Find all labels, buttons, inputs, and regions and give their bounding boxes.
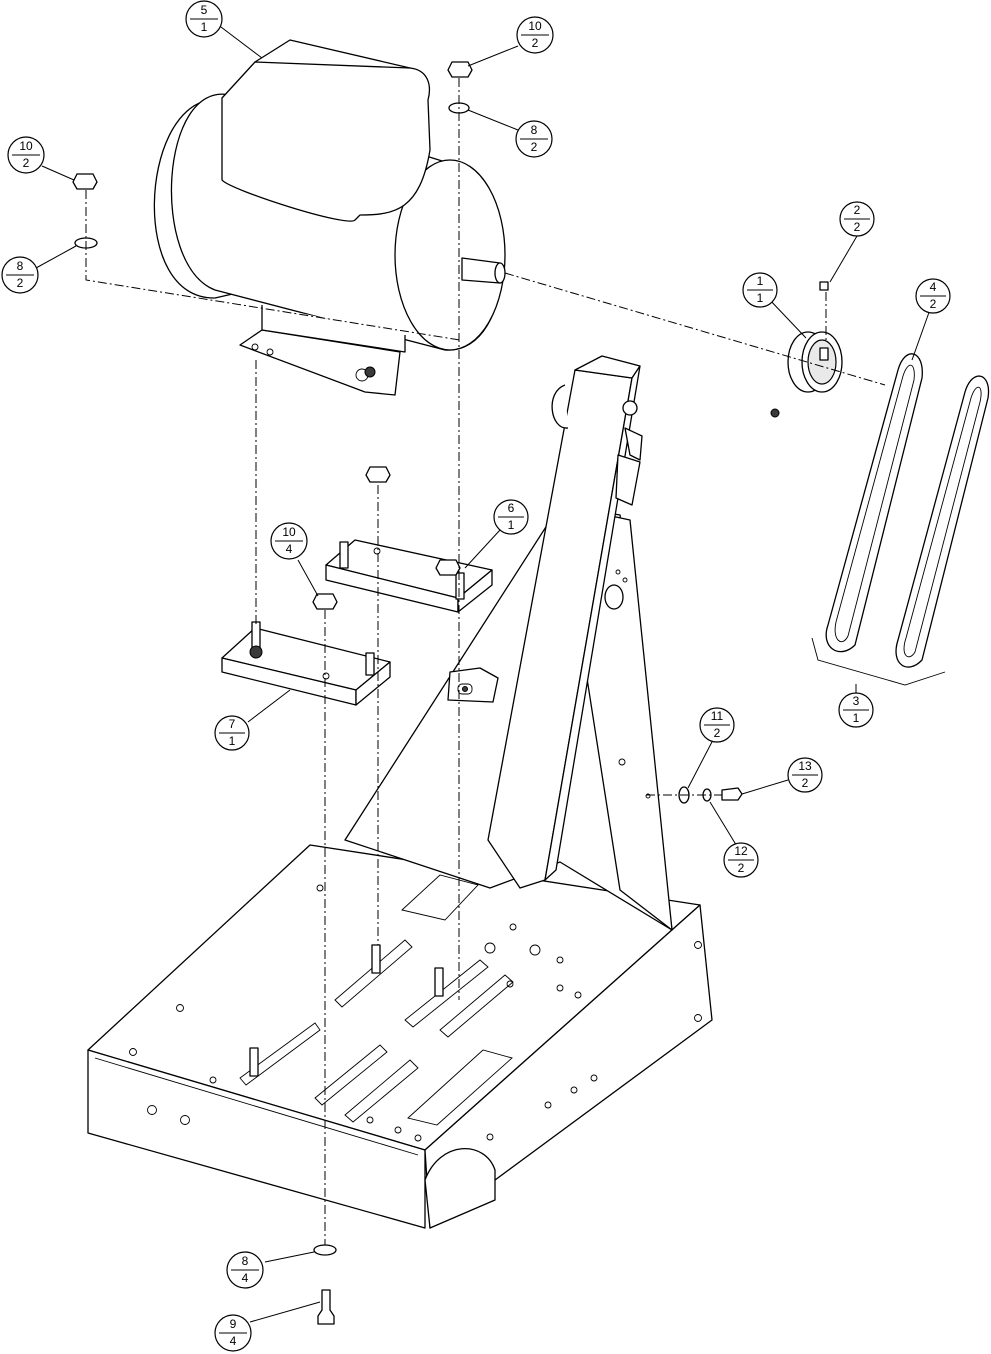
balloon-item: 5 [201, 3, 208, 17]
pulley [770, 281, 843, 418]
upright-column [344, 355, 673, 931]
balloon-qty: 1 [757, 291, 764, 305]
balloon-qty: 1 [853, 711, 860, 725]
balloon-b-4-2: 4 2 [915, 278, 951, 314]
leader-lines [35, 23, 933, 1323]
balloon-item: 2 [854, 203, 861, 217]
balloon-item: 1 [757, 274, 764, 288]
electric-motor [153, 39, 506, 396]
balloon-qty: 4 [230, 1334, 237, 1348]
balloon-qty: 1 [508, 518, 515, 532]
balloon-item: 4 [930, 280, 937, 294]
balloon-item: 6 [508, 501, 515, 515]
balloon-qty: 2 [17, 276, 24, 290]
balloon-b-6-1: 6 1 [493, 499, 529, 535]
balloon-b-10-2b: 10 2 [7, 136, 45, 174]
balloon-qty: 2 [531, 140, 538, 154]
balloon-qty: 1 [229, 734, 236, 748]
balloon-b-8-2b: 8 2 [1, 256, 39, 294]
balloon-item: 8 [531, 123, 538, 137]
balloon-item: 9 [230, 1317, 237, 1331]
balloon-qty: 2 [930, 297, 937, 311]
balloon-b-1-1: 1 1 [742, 272, 778, 308]
balloon-b-13-2: 13 2 [787, 757, 823, 793]
balloon-b-10-2a: 10 2 [516, 16, 554, 54]
balloon-b-8-4: 8 4 [226, 1251, 264, 1289]
balloon-qty: 2 [802, 776, 809, 790]
balloon-b-10-4: 10 4 [270, 522, 308, 560]
balloon-qty: 4 [286, 542, 293, 556]
balloon-b-7-1: 7 1 [214, 715, 250, 751]
balloon-qty: 4 [242, 1271, 249, 1285]
balloon-item: 7 [229, 717, 236, 731]
assembly-centerlines [85, 78, 886, 1245]
v-belt-set [825, 353, 990, 668]
mount-plate-lower [221, 621, 391, 706]
balloon-item: 3 [853, 694, 860, 708]
balloon-qty: 2 [854, 220, 861, 234]
slotted-bracket [447, 667, 499, 703]
balloon-item: 12 [734, 844, 748, 858]
fasteners [72, 61, 743, 1325]
balloon-b-12-2: 12 2 [723, 842, 759, 878]
balloon-b-9-4: 9 4 [214, 1314, 252, 1352]
balloon-qty: 2 [532, 36, 539, 50]
balloon-item: 10 [19, 139, 33, 153]
balloon-qty: 1 [201, 20, 208, 34]
base-frame [87, 844, 713, 1229]
balloon-item: 11 [711, 709, 724, 723]
balloon-item: 8 [242, 1254, 249, 1268]
balloon-b-8-2a: 8 2 [515, 120, 553, 158]
balloon-qty: 2 [714, 726, 721, 740]
balloon-b-11-2: 11 2 [699, 707, 735, 743]
mount-plate-upper [325, 539, 493, 613]
balloon-qty: 2 [738, 861, 745, 875]
balloon-item: 13 [798, 759, 812, 773]
balloon-item: 10 [528, 19, 542, 33]
balloon-b-3-1: 3 1 [838, 692, 874, 728]
balloon-item: 10 [282, 525, 296, 539]
balloon-b-2-2: 2 2 [839, 201, 875, 237]
balloon-b-5-1: 5 1 [185, 0, 223, 38]
balloon-item: 8 [17, 259, 24, 273]
balloon-qty: 2 [23, 156, 30, 170]
belt-set-bracket [811, 637, 946, 686]
